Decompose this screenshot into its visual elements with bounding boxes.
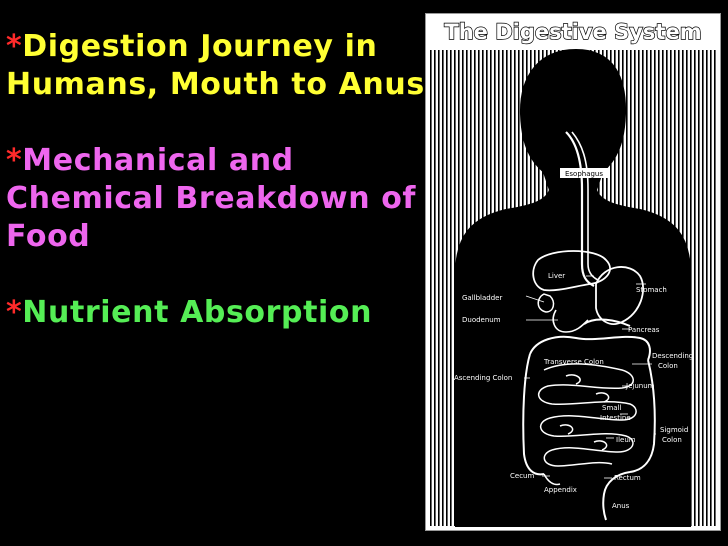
rectum-organ: [602, 471, 631, 521]
sigmoid-colon-label: Sigmoid: [660, 426, 688, 434]
ileum-label: Ileum: [616, 436, 636, 444]
duodenum-label: Duodenum: [462, 316, 501, 324]
liver-organ: [532, 250, 611, 292]
small-intestine-label: Intestine: [600, 414, 631, 422]
bullet-text: Mechanical and Chemical Breakdown of Foo…: [6, 143, 417, 254]
ascending-colon: [522, 353, 545, 476]
small-intestine-label: Small: [602, 404, 621, 412]
liver-label: Liver: [548, 272, 565, 280]
pancreas-organ: [583, 318, 631, 327]
bullet-star: *: [6, 143, 23, 178]
ascending-colon-label: Ascending Colon: [454, 374, 512, 382]
bullet-digestion-journey: *Digestion Journey in Humans, Mouth to A…: [6, 28, 426, 104]
bullet-breakdown: *Mechanical and Chemical Breakdown of Fo…: [6, 142, 426, 256]
stomach-label: Stomach: [636, 286, 667, 294]
bullet-text: Digestion Journey in Humans, Mouth to An…: [6, 29, 425, 102]
duodenum-organ: [552, 309, 589, 333]
bullet-absorption: *Nutrient Absorption: [6, 294, 426, 332]
pancreas-label: Pancreas: [628, 326, 660, 334]
cecum-label: Cecum: [510, 472, 534, 480]
small-intestine-coils: [538, 363, 637, 467]
bullet-star: *: [6, 295, 23, 330]
esophagus-tube: [565, 131, 595, 287]
sigmoid-colon-label: Colon: [662, 436, 682, 444]
transverse-colon-label: Transverse Colon: [543, 358, 604, 366]
esophagus-label-bg: [560, 168, 608, 178]
esophagus-label: Esophagus: [565, 170, 603, 178]
label-leader-lines: [524, 275, 656, 479]
bullet-list: *Digestion Journey in Humans, Mouth to A…: [6, 28, 426, 332]
descending-colon-label: Descending: [652, 352, 693, 360]
gallbladder-organ: [537, 293, 555, 313]
bullet-star: *: [6, 29, 23, 64]
jejunum-label: Jejunum: [625, 382, 655, 390]
descending-colon-label: Colon: [658, 362, 678, 370]
transverse-colon: [529, 335, 651, 361]
appendix-label: Appendix: [544, 486, 577, 494]
anus-label: Anus: [612, 502, 630, 510]
diagram-title: The Digestive System: [444, 20, 701, 44]
digestive-system-diagram: The Digestive System Esophagus Liver Sto…: [425, 13, 721, 531]
esophagus-tube-inner: [571, 131, 599, 281]
bullet-text: Nutrient Absorption: [22, 295, 373, 330]
gallbladder-label: Gallbladder: [462, 294, 502, 302]
descending-colon: [629, 359, 656, 473]
rectum-label: Rectum: [614, 474, 641, 482]
